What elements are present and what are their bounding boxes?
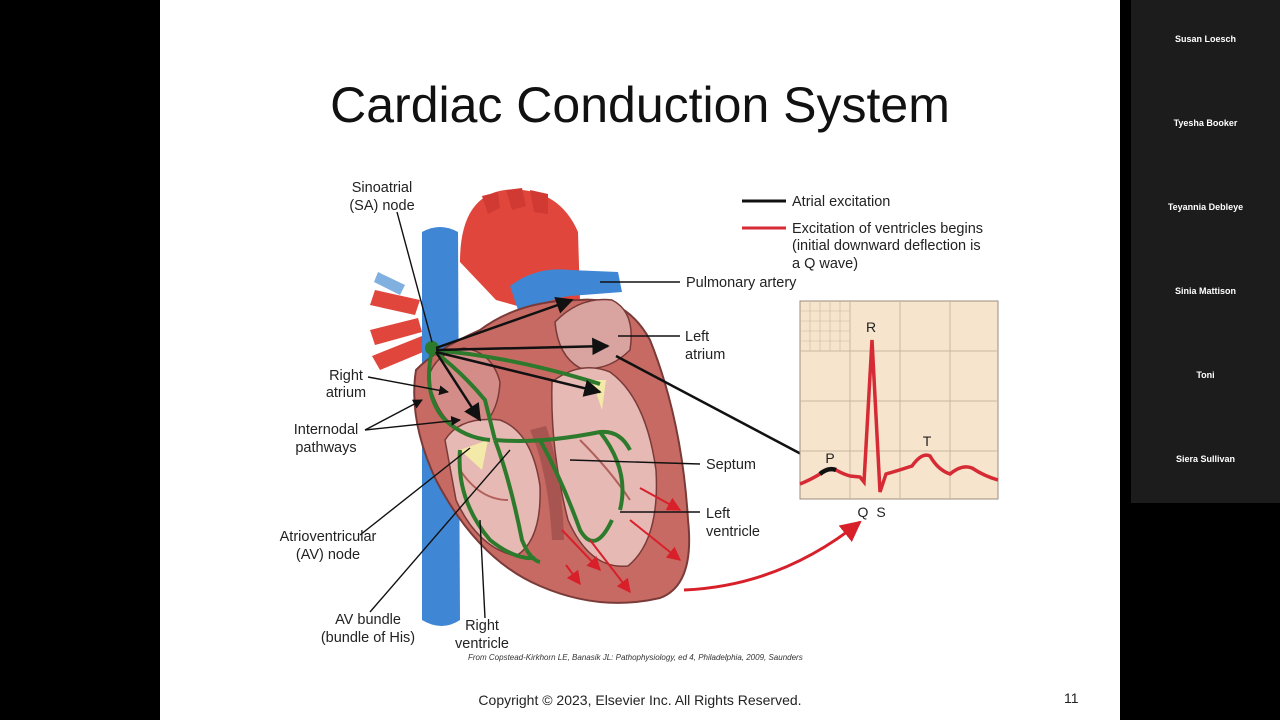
- participant-name: Teyannia Debleye: [1167, 202, 1244, 212]
- label-internodal-line1: Internodal: [294, 422, 359, 438]
- participant-name: Tyesha Booker: [1173, 118, 1238, 128]
- legend-ventricular-line1: Excitation of ventricles begins: [792, 221, 983, 237]
- participant-tile[interactable]: Susan Loesch: [1131, 0, 1280, 84]
- legend: Atrial excitation Excitation of ventricl…: [742, 194, 983, 272]
- ecg-s-label: S: [876, 504, 885, 520]
- label-sa-node-line1: Sinoatrial: [352, 180, 412, 196]
- label-sa-node-line2: (SA) node: [349, 198, 414, 214]
- label-internodal-line2: pathways: [295, 440, 356, 456]
- label-septum: Septum: [706, 457, 756, 473]
- label-pulmonary-artery: Pulmonary artery: [686, 275, 797, 291]
- ecg-t-label: T: [923, 433, 932, 449]
- figure-citation: From Copstead-Kirkhorn LE, Banasik JL: P…: [468, 653, 803, 662]
- label-left-ventricle-line1: Left: [706, 506, 730, 522]
- participant-tile[interactable]: Siera Sullivan: [1131, 420, 1280, 504]
- participant-tile[interactable]: Tyesha Booker: [1131, 84, 1280, 168]
- slide: Cardiac Conduction System: [160, 0, 1120, 720]
- participant-name: Siera Sullivan: [1175, 454, 1236, 464]
- participant-tile[interactable]: Sinia Mattison: [1131, 252, 1280, 336]
- copyright-notice: Copyright © 2023, Elsevier Inc. All Righ…: [478, 692, 802, 708]
- label-av-node-line1: Atrioventricular: [280, 529, 377, 545]
- label-av-bundle-line2: (bundle of His): [321, 630, 415, 646]
- heart-illustration: [370, 188, 691, 626]
- legend-ventricular-line2: (initial downward deflection is: [792, 238, 981, 254]
- label-left-atrium-line1: Left: [685, 329, 709, 345]
- participant-name: Toni: [1196, 370, 1215, 380]
- legend-ventricular-line3: a Q wave): [792, 256, 858, 272]
- participant-name: Sinia Mattison: [1174, 286, 1236, 296]
- ecg-p-wave: [818, 466, 837, 476]
- label-left-ventricle-line2: ventricle: [706, 524, 760, 540]
- participant-panel: Susan Loesch Tyesha Booker Teyannia Debl…: [1131, 0, 1280, 503]
- slide-number: 11: [1064, 690, 1079, 706]
- label-av-bundle-line1: AV bundle: [335, 612, 401, 628]
- label-right-ventricle-line1: Right: [465, 618, 499, 634]
- ecg-p-label: P: [825, 450, 834, 466]
- ecg-r-label: R: [866, 319, 876, 335]
- label-right-atrium-line1: Right: [329, 368, 363, 384]
- heart-diagram: Sinoatrial (SA) node Right atrium Intern…: [280, 180, 999, 652]
- participant-tile[interactable]: Teyannia Debleye: [1131, 168, 1280, 252]
- ecg-panel: R P T Q S: [799, 300, 999, 520]
- anatomy-labels: Sinoatrial (SA) node Right atrium Intern…: [280, 180, 798, 652]
- participant-name: Susan Loesch: [1174, 34, 1237, 44]
- label-left-atrium-line2: atrium: [685, 347, 725, 363]
- ecg-q-label: Q: [858, 504, 869, 520]
- label-right-ventricle-line2: ventricle: [455, 636, 509, 652]
- label-right-atrium-line2: atrium: [326, 385, 366, 401]
- legend-atrial-label: Atrial excitation: [792, 194, 890, 210]
- slide-title: Cardiac Conduction System: [330, 77, 950, 133]
- participant-tile[interactable]: Toni: [1131, 336, 1280, 420]
- label-av-node-line2: (AV) node: [296, 547, 360, 563]
